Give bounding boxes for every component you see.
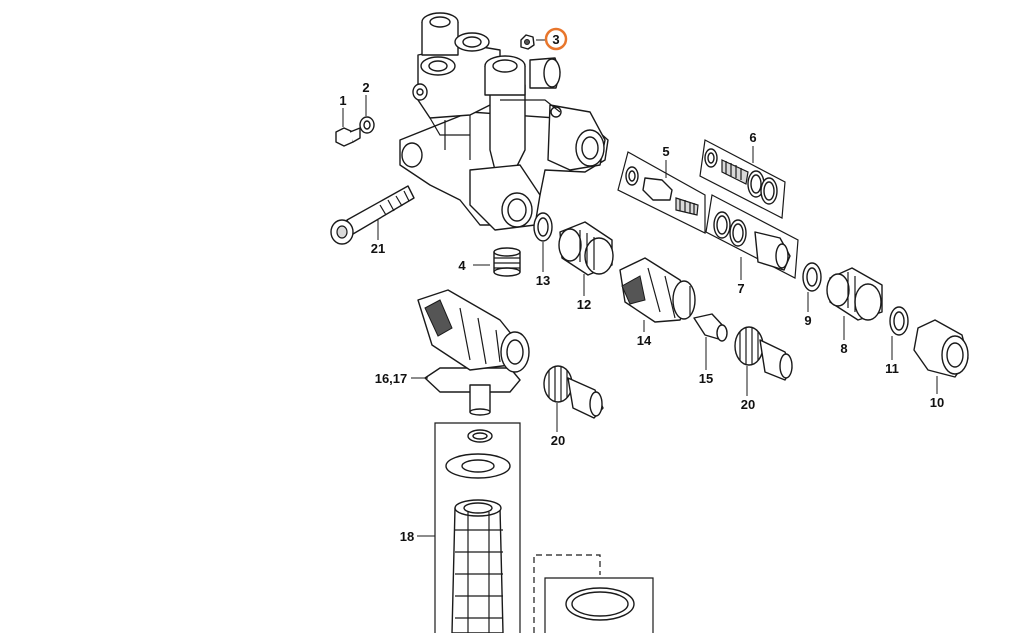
callout-21: 21 <box>371 241 385 256</box>
callout-1: 1 <box>339 93 346 108</box>
callout-20-left: 20 <box>551 433 565 448</box>
part-12-fitting <box>558 221 614 276</box>
callout-7: 7 <box>737 281 744 296</box>
callout-9: 9 <box>804 313 811 328</box>
part-1-screw <box>335 127 361 147</box>
callout-labels: 1 2 3 4 5 6 7 8 9 10 11 12 13 14 15 16,1… <box>339 32 944 544</box>
highlight-circle-part-3 <box>544 27 568 51</box>
part-18-filter-box <box>434 422 521 633</box>
part-11-oring <box>889 306 909 336</box>
callout-12: 12 <box>577 297 591 312</box>
lower-dashed-box <box>533 554 654 633</box>
part-13-oring <box>533 212 553 242</box>
callout-2: 2 <box>362 80 369 95</box>
part-2-washer <box>359 116 375 134</box>
callout-4: 4 <box>458 258 466 273</box>
part-21-bolt <box>330 185 415 245</box>
part-4-setscrew <box>493 247 521 277</box>
callout-10: 10 <box>930 395 944 410</box>
part-15-seal <box>693 313 728 342</box>
leader-lines <box>342 39 938 537</box>
part-20-coupler-right <box>734 326 793 381</box>
callout-18: 18 <box>400 529 414 544</box>
part-8-nipple <box>826 267 883 321</box>
callout-6: 6 <box>749 130 756 145</box>
part-14-unloader <box>619 257 696 323</box>
callout-3: 3 <box>552 32 559 47</box>
callout-15: 15 <box>699 371 713 386</box>
callout-20-right: 20 <box>741 397 755 412</box>
callout-14: 14 <box>637 333 652 348</box>
part-5-valve-assembly <box>617 151 706 234</box>
callout-16-17: 16,17 <box>375 371 408 386</box>
pump-head-body <box>399 12 609 231</box>
part-20-coupler-left <box>543 365 604 419</box>
part-16-17-inlet-assembly <box>417 289 530 416</box>
callout-13: 13 <box>536 273 550 288</box>
callout-8: 8 <box>840 341 847 356</box>
part-9-oring <box>802 262 822 292</box>
part-10-nut <box>913 319 969 378</box>
part-6-spring-set <box>699 139 786 219</box>
callout-5: 5 <box>662 144 669 159</box>
part-3-plug <box>520 34 535 50</box>
callout-11: 11 <box>885 361 899 376</box>
part-7-check-valve-set <box>705 194 799 279</box>
